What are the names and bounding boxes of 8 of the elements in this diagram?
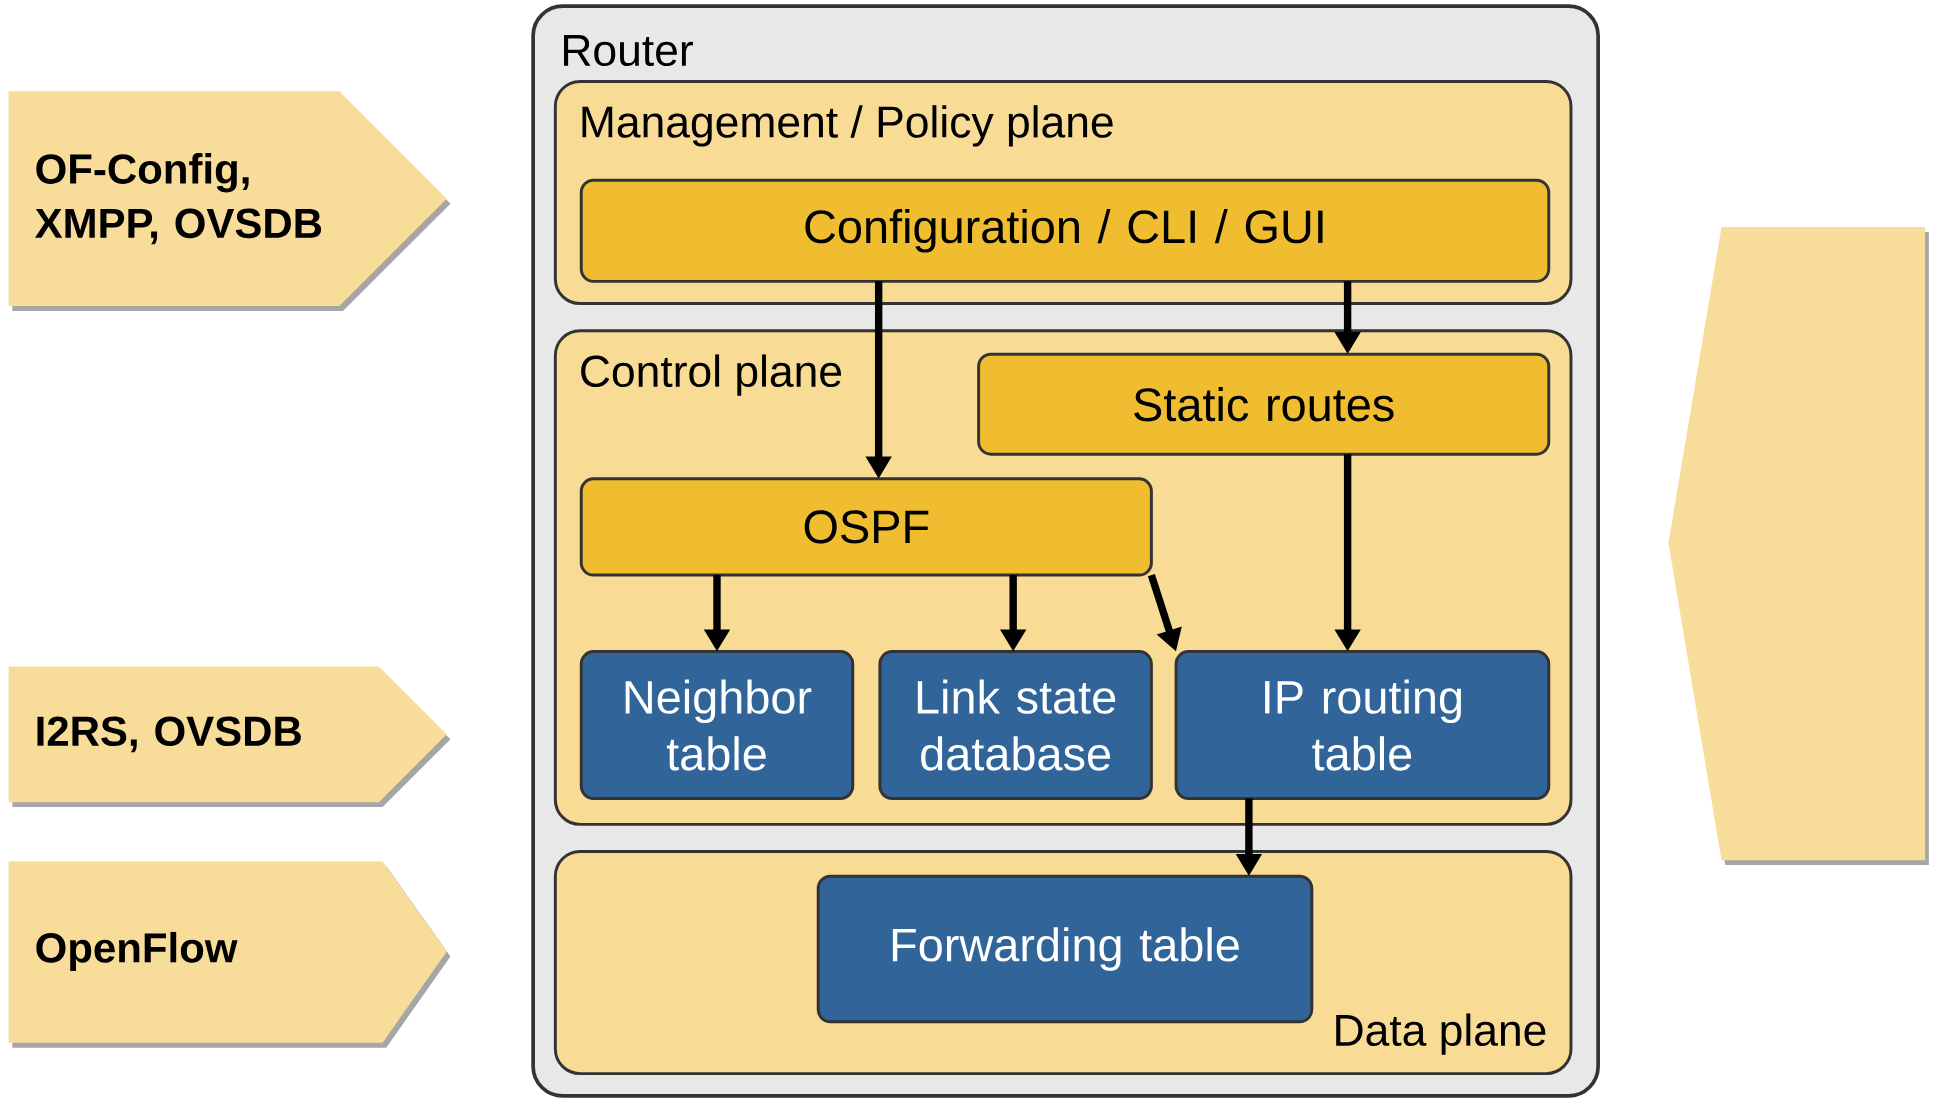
table-box: Neighbor table [579, 650, 855, 801]
process-box: Configuration / CLI / GUI [579, 178, 1551, 284]
table-box: Link state database [878, 650, 1153, 801]
table-box: IP routing table [1174, 650, 1551, 801]
process-box: OSPF [579, 477, 1153, 577]
process-box: Static routes [977, 352, 1551, 456]
table-box: Forwarding table [816, 874, 1314, 1024]
chevron-arrow [1668, 227, 1929, 866]
